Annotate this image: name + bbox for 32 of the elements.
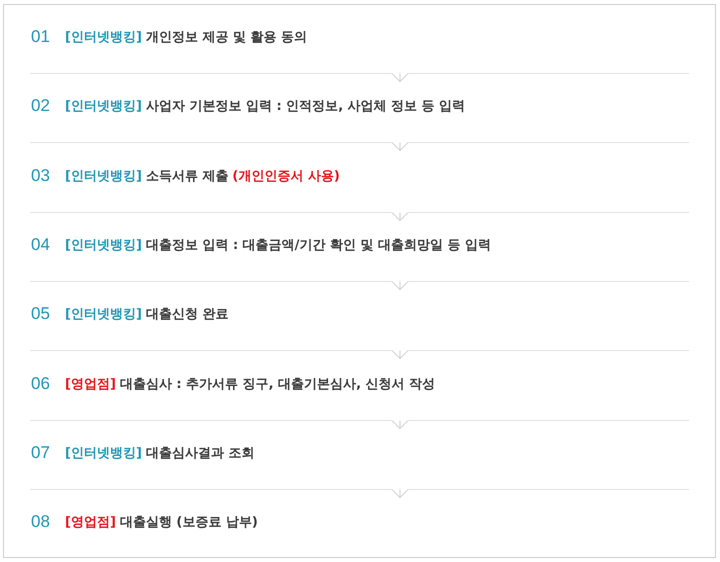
channel-tag: [인터넷뱅킹] bbox=[65, 238, 142, 253]
chevron-arrow bbox=[392, 420, 408, 429]
chevron-arrow bbox=[392, 350, 408, 359]
note-text: (개인인증서 사용) bbox=[232, 168, 340, 184]
step-text: 소득서류 제출 bbox=[146, 168, 228, 184]
step-number: 04 bbox=[31, 234, 50, 256]
step-text: 대출실행 (보증료 납부) bbox=[120, 515, 258, 530]
channel-tag: [인터넷뱅킹] bbox=[65, 446, 142, 461]
step-text: 대출신청 완료 bbox=[146, 307, 228, 322]
step-text: 대출정보 입력 : 대출금액/기간 확인 및 대출희망일 등 입력 bbox=[146, 238, 492, 253]
chevron-arrow bbox=[392, 489, 408, 498]
channel-tag: [영업점] bbox=[65, 515, 116, 530]
channel-tag: [인터넷뱅킹] bbox=[65, 168, 142, 184]
chevron-arrow bbox=[392, 281, 408, 290]
chevron-arrow bbox=[392, 73, 408, 82]
step-text: 개인정보 제공 및 활용 동의 bbox=[146, 30, 307, 45]
step-text: 대출심사 : 추가서류 징구, 대출기본심사, 신청서 작성 bbox=[120, 376, 436, 392]
step-text: 대출심사결과 조회 bbox=[146, 446, 254, 461]
chevron-arrow bbox=[392, 142, 408, 151]
step-number: 01 bbox=[31, 26, 50, 48]
step-number: 05 bbox=[31, 303, 50, 326]
channel-tag: [인터넷뱅킹] bbox=[65, 307, 142, 322]
channel-tag: [인터넷뱅킹] bbox=[65, 99, 142, 114]
step-number: 08 bbox=[31, 511, 50, 534]
step-text: 사업자 기본정보 입력 : 인적정보, 사업체 정보 등 입력 bbox=[146, 99, 466, 114]
channel-tag: [인터넷뱅킹] bbox=[65, 30, 142, 45]
step-number: 03 bbox=[31, 164, 50, 187]
channel-tag: [영업점] bbox=[65, 376, 116, 392]
step-number: 06 bbox=[31, 372, 50, 394]
step-number: 02 bbox=[31, 95, 50, 118]
chevron-arrow bbox=[392, 212, 408, 221]
step-number: 07 bbox=[31, 442, 50, 464]
